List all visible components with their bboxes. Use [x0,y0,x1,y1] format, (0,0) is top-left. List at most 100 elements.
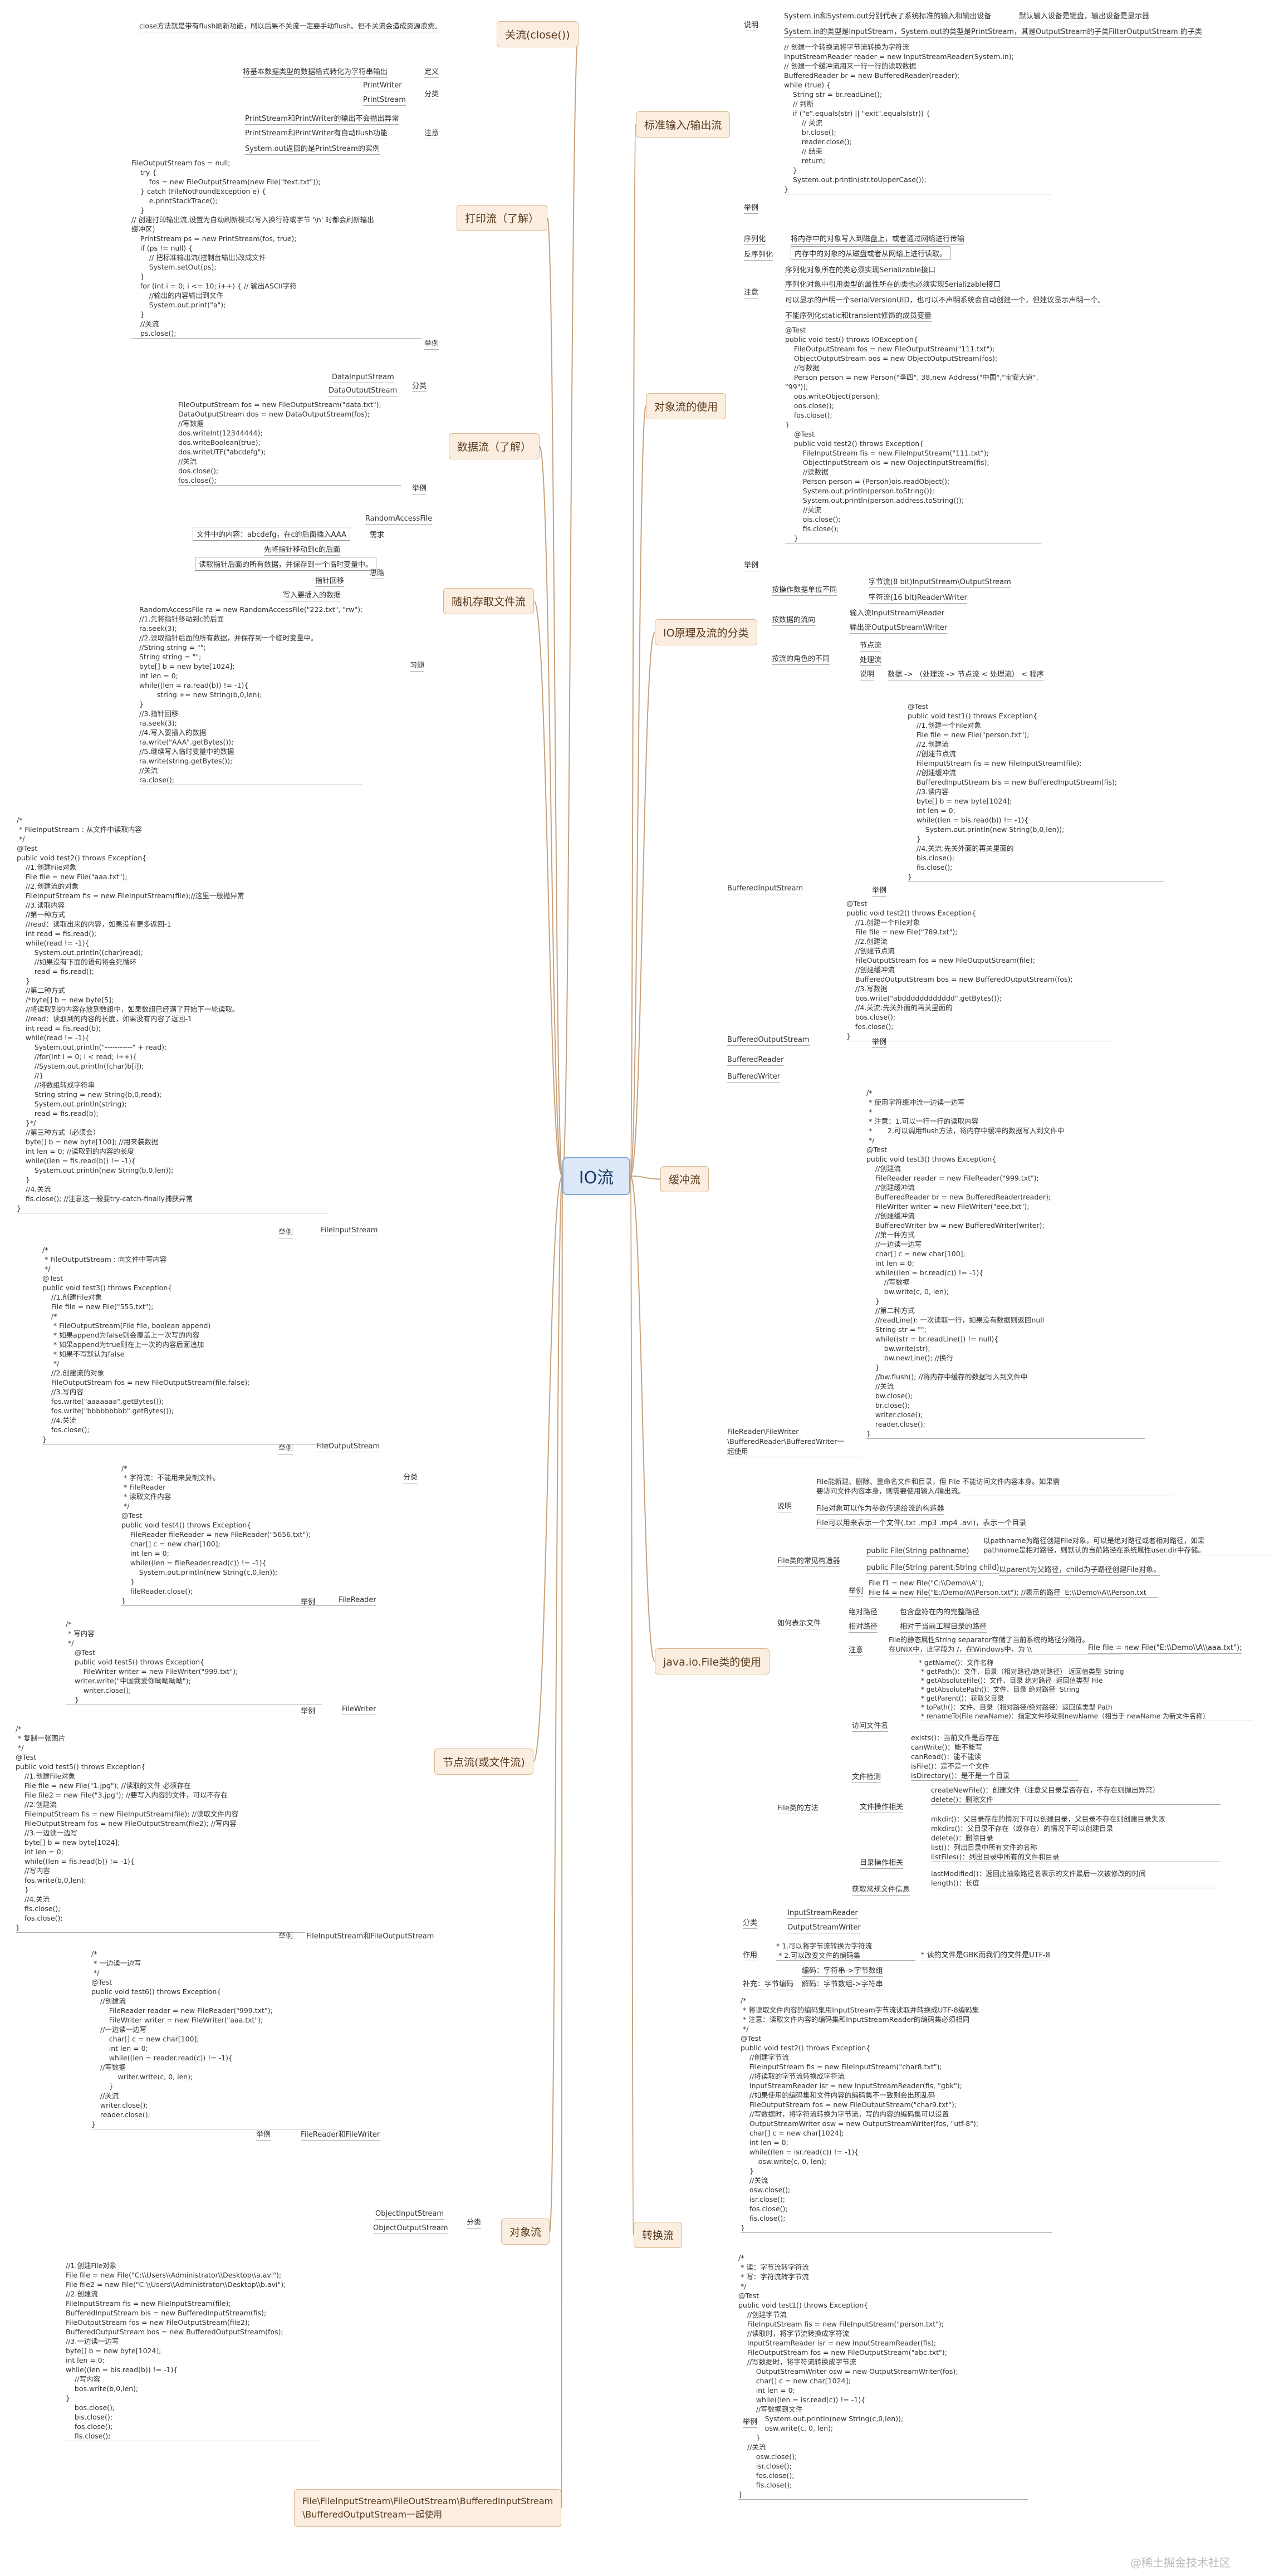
print-def-tag: 定义 [424,66,439,78]
file-path-example-tag: 举例 [849,1585,864,1597]
std-l2: System.in的类型是InputStream，System.out的类型是P… [784,26,1202,38]
file-ctor1-desc: 以pathname为路径创建File对象，可以是绝对路径或者相对路径，如果 pa… [983,1536,1273,1555]
data-class-input: DataInputStream [332,373,394,383]
convert-role-desc: * 读的文件是GBK而我们的文件是UTF-8 [921,1949,1051,1961]
random-idea1: 先将指针移动到c的后面 [264,543,341,556]
object-class-output: ObjectOutputStream [373,2224,448,2234]
buffer-rw-label: FileReader\FileWriter \BufferedReader\Bu… [727,1427,861,1457]
std-example-tag: 举例 [744,202,759,214]
topic-buffer-stream[interactable]: 缓冲流 [660,1166,709,1192]
node-fw-example-tag: 举例 [301,1705,316,1717]
print-example-code: FileOutputStream fos = null; try { fos =… [131,158,421,339]
data-class-output: DataOutputStream [329,386,398,396]
node-fr-code: /* * 字符流：不能用来复制文件。 * FileReader * 读取文件内容… [121,1463,355,1606]
convert-classify-tag: 分类 [743,1917,758,1929]
node-fw-label: FileWriter [342,1705,376,1715]
file-explain-tag: 说明 [777,1500,792,1512]
buffer-bis-tag: 举例 [872,884,887,897]
random-class: RandomAccessFile [365,515,433,525]
classify-unit2: 字符流(16 bit)Reader\Writer [869,591,967,604]
node-fw-code: /* * 写内容 */ @Test public void test5() th… [66,1619,322,1705]
node-rw-label: FileReader和FileWriter [301,2128,380,2141]
topic-object-stream[interactable]: 对象流 [501,2219,550,2245]
node-fos-label: FileOutputStream [316,1442,380,1452]
file-sep: File的静态属性String separator存储了当前系统的路径分隔符。 … [889,1635,1123,1654]
buffer-bis-code: @Test public void test1() throws Excepti… [908,702,1164,882]
topic-object-usage[interactable]: 对象流的使用 [646,393,727,419]
print-def: 将基本数据类型的数据格式转化为字符串输出 [243,66,388,78]
file-fileop-tag: 文件操作相关 [860,1801,904,1813]
random-idea-tag: 思路 [370,567,385,579]
objuse-example-tag: 举例 [744,559,759,571]
file-sep-example: File file = new File("E:\\Demo\\A\\aaa.t… [1088,1644,1242,1654]
print-note-tag: 注意 [424,127,439,139]
buffer-bis-label: BufferedInputStream [727,884,803,894]
data-classify-tag: 分类 [412,380,427,392]
file-note-tag: 注意 [849,1644,864,1656]
topic-io-classify[interactable]: IO原理及流的分类 [655,619,757,645]
file-rel-desc: 相对于当前工程目录的路径 [900,1620,987,1633]
convert-k1: 编码：字符串->字节数组 [802,1965,883,1977]
node-rw-example-tag: 举例 [256,2128,271,2141]
topic-print-stream[interactable]: 打印流（了解） [457,205,548,231]
branch-connector-1 [547,217,563,1177]
buffer-bos-label: BufferedOutputStream [727,1036,810,1046]
objuse-deser: 内存中的对象的从磁盘或者从网络上进行读取。 [791,246,951,260]
root-topic[interactable]: IO流 [562,1157,630,1195]
branch-connector-0 [562,33,579,1177]
classify-role1: 节点流 [860,639,882,652]
node-fos-example-tag: 举例 [278,1442,293,1454]
random-need-tag: 需求 [370,529,385,541]
convert-example1: /* * 将读取文件内容的编码集用InputStream字节流读取并转换成UTF… [741,1996,1052,2233]
print-note1: PrintStream和PrintWriter的输出不会抛出异常 [245,112,399,125]
classify-unit-tag: 按操作数据单位不同 [772,584,837,596]
file-explain3: File可以用来表示一个文件(.txt .mp3 .mp4 .avi)，表示一个… [816,1517,1027,1529]
topic-combo-usage[interactable]: File\FileInputStream\FileOutStream\Buffe… [294,2489,562,2527]
convert-k2: 解码：字节数组->字符串 [802,1978,883,1990]
node-fos-code: /* * FileOutputStream : 向文件中写内容 */ @Test… [42,1245,332,1444]
branch-connector-6 [561,1176,563,2509]
classify-role-tag: 按流的角色的不同 [772,653,830,665]
file-rel-tag: 相对路径 [849,1620,878,1633]
topic-std-io[interactable]: 标准输入/输出流 [636,111,731,138]
print-classify-tag: 分类 [424,88,439,100]
topic-file-class[interactable]: java.io.File类的使用 [655,1648,770,1674]
buffer-rw-code: /* * 使用字符缓冲流一边读一边写 * * 注意：1.可以一行一行的读取内容 … [866,1088,1145,1439]
file-dirop-tag: 目录操作相关 [860,1857,904,1869]
object-class-input: ObjectInputStream [375,2210,444,2220]
branch-connector-12 [630,1176,634,2236]
objuse-example-code: @Test public void test() throws IOExcept… [785,325,1041,543]
file-dirop-methods: mkdir()：父目录存在的情况下可以创建目录，父目录不存在则创建目录失败 mk… [931,1814,1221,1862]
random-idea4: 写入要插入的数据 [283,589,341,601]
combo-code: //1.创建File对象 File file = new File("C:\\U… [66,2261,322,2441]
branch-connector-5 [549,1176,563,2232]
file-ctor2: public File(String parent,String child) [866,1564,999,1574]
topic-node-stream[interactable]: 节点流(或文件流) [434,1749,533,1775]
file-ctor1: public File(String pathname) [866,1547,969,1557]
convert-class-input: InputStreamReader [787,1909,858,1919]
buffer-br-label: BufferedReader [727,1056,784,1066]
node-copy-label: FileInputStream和FileOutputStream [306,1930,434,1942]
object-classify-tag: 分类 [467,2216,482,2229]
file-explain2: File对象可以作为参数传递给流的构造器 [816,1502,944,1515]
objuse-deser-tag: 反序列化 [744,248,773,261]
objuse-ser-tag: 序列化 [744,233,766,245]
topic-close-flush[interactable]: 关流(close()) [497,21,579,47]
file-path-code: File f1 = new File("C:\\Demo\\A"); File … [869,1578,1158,1598]
print-example-tag: 举例 [424,337,439,350]
branch-connector-11 [630,1176,655,1662]
classify-explain-tag: 说明 [860,668,875,680]
file-detect-tag: 文件检测 [852,1771,881,1783]
topic-convert-stream[interactable]: 转换流 [634,2222,683,2248]
topic-random-access[interactable]: 随机存取文件流 [443,588,535,614]
branch-connector-2 [539,445,563,1177]
random-code-tag: 习题 [410,659,425,672]
topic-data-stream[interactable]: 数据流（了解） [449,433,540,459]
classify-unit1: 字节流(8 bit)InputStream\OutputStream [869,576,1011,588]
node-classify-tag: 分类 [403,1471,418,1483]
node-fis-label: FileInputStream [321,1226,378,1236]
buffer-bw-label: BufferedWriter [727,1072,781,1083]
branch-connector-7 [630,124,636,1177]
